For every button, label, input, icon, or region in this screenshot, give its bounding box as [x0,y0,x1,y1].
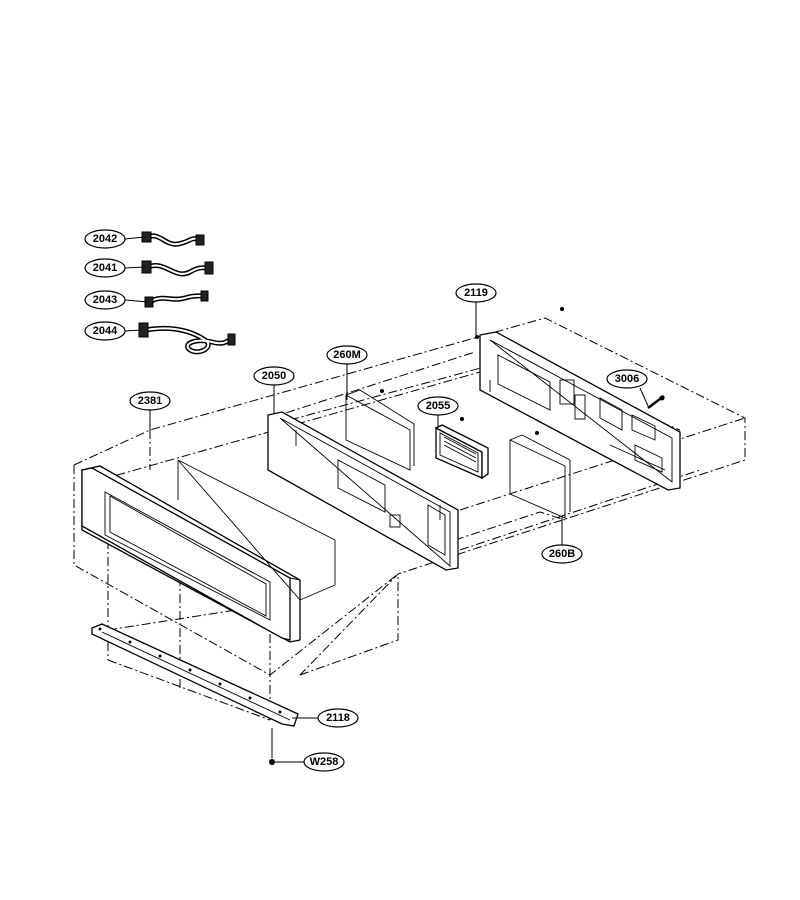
callout-2381: 2381 [129,391,171,411]
harness-2042 [141,231,205,247]
svg-text:2044: 2044 [93,325,118,337]
callout-2042: 2042 [84,229,126,249]
callout-2041: 2041 [84,258,126,278]
callout-2118: 2118 [317,708,359,728]
part-3006 [647,395,665,409]
control-panel-frame-2050 [267,411,459,571]
svg-text:2118: 2118 [326,712,350,724]
bracket-2118 [91,623,299,727]
svg-text:2043: 2043 [93,294,117,306]
callout-260M: 260M [326,345,368,365]
callout-2050: 2050 [253,366,295,386]
callout-2044: 2044 [84,321,126,341]
board-260M [345,389,415,471]
callout-2119: 2119 [455,283,497,303]
svg-text:2050: 2050 [262,370,286,382]
front-panel-2381 [81,459,336,643]
callout-2043: 2043 [84,290,126,310]
svg-text:2119: 2119 [464,287,488,299]
svg-text:2041: 2041 [93,262,117,274]
leader-lines [124,236,649,763]
callout-2055: 2055 [417,396,459,416]
svg-text:3006: 3006 [615,373,639,385]
rear-bracket-2119 [475,307,681,491]
svg-text:W258: W258 [310,756,339,768]
svg-text:2042: 2042 [93,233,117,245]
harness-2044 [138,322,236,355]
callout-3006: 3006 [606,369,648,389]
harness-2041 [141,260,214,277]
callout-260B: 260B [541,544,583,564]
svg-text:2055: 2055 [426,400,450,412]
callout-W258: W258 [303,752,345,772]
svg-text:260B: 260B [549,548,575,560]
harness-2043 [144,290,209,308]
screw-W258 [269,728,275,765]
display-2055 [434,417,489,480]
svg-text:260M: 260M [333,349,361,361]
svg-text:2381: 2381 [138,395,162,407]
board-260B [509,431,571,519]
